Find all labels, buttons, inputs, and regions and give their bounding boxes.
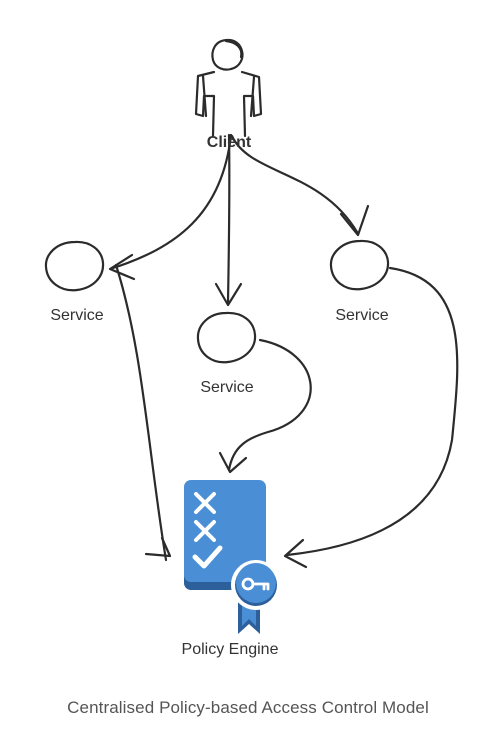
client-node: Client: [194, 38, 263, 151]
edge-service-right-to-policy-engine: [283, 266, 459, 569]
edge-client-to-service-left: [108, 133, 233, 281]
service-left-label: Service: [50, 307, 103, 324]
key-badge-icon: [231, 560, 281, 634]
client-label: Client: [207, 134, 252, 151]
edge-service-middle-to-policy-engine: [218, 338, 312, 474]
diagram-caption: Centralised Policy-based Access Control …: [67, 698, 429, 717]
edge-service-left-to-policy-engine: [114, 263, 172, 562]
service-right-node: Service: [329, 239, 390, 324]
edge-client-to-service-right: [230, 134, 370, 237]
service-middle-node: Service: [196, 311, 257, 396]
policy-engine-label: Policy Engine: [182, 641, 279, 658]
service-right-label: Service: [335, 307, 388, 324]
user-icon: [194, 38, 263, 138]
service-middle-label: Service: [200, 379, 253, 396]
service-left-node: Service: [44, 240, 105, 324]
policy-engine-node: Policy Engine: [182, 480, 281, 658]
service-left-circle: [44, 240, 105, 292]
edge-client-to-service-middle: [214, 133, 243, 307]
service-right-circle: [329, 239, 390, 291]
service-middle-circle: [196, 311, 257, 364]
